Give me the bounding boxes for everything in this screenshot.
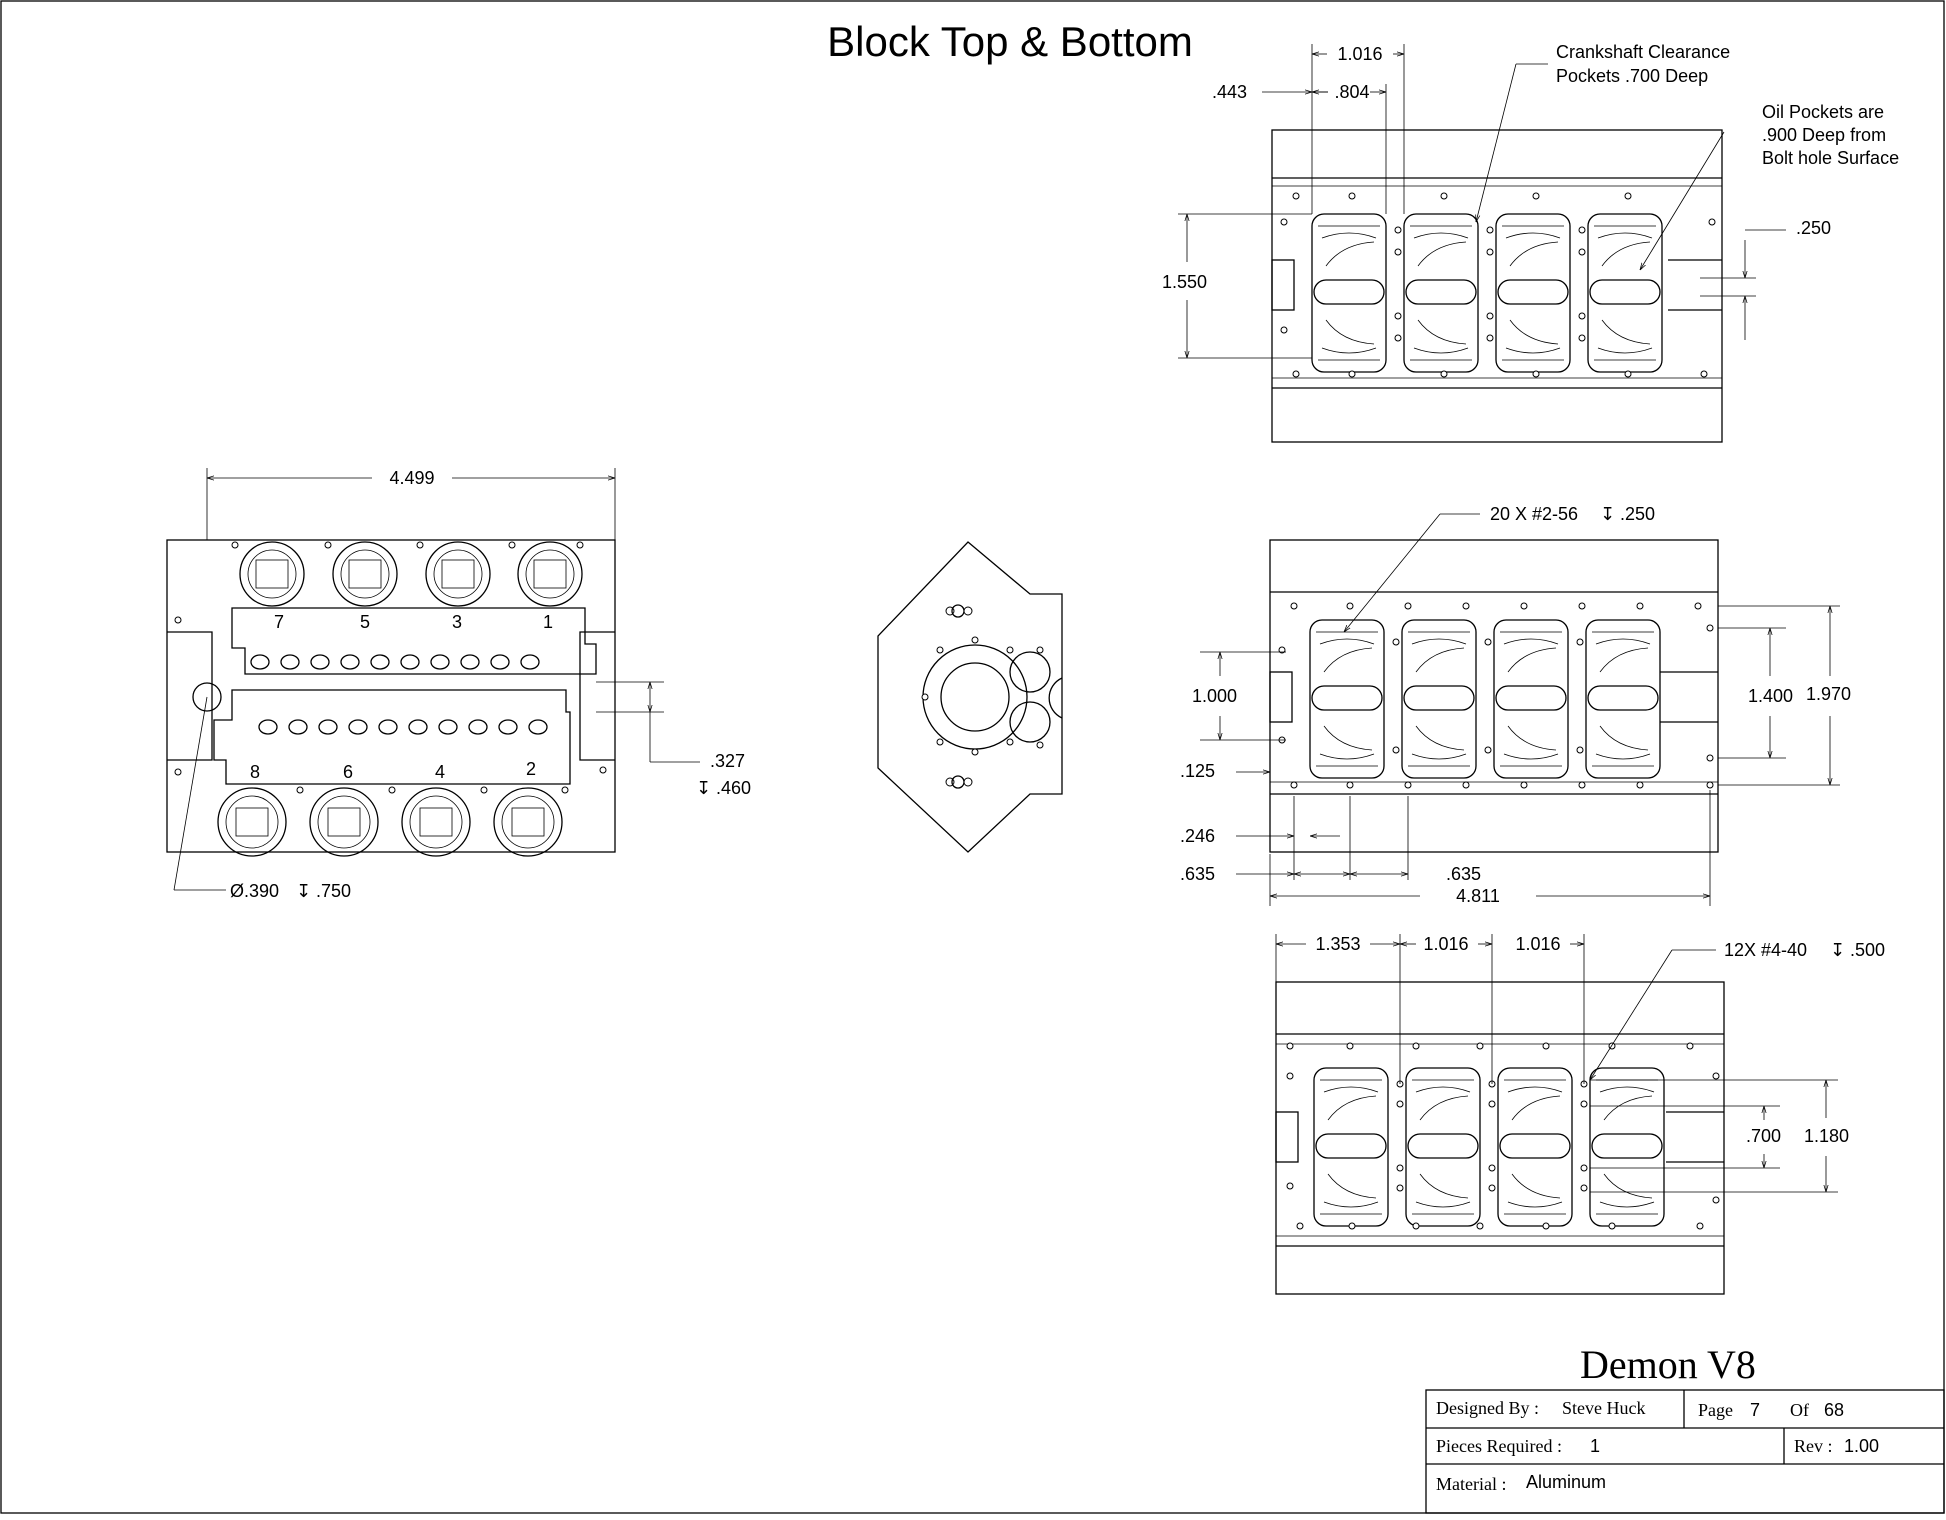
svg-text:↧: ↧ bbox=[1830, 940, 1845, 960]
block-third-view: 1.353 1.016 1.016 .700 1.180 12X #4-40 ↧… bbox=[1275, 934, 1885, 1295]
rev-label: Rev : bbox=[1794, 1436, 1833, 1456]
note-oil-line2: .900 Deep from bbox=[1762, 125, 1886, 145]
dim-mid-face: .246 bbox=[1180, 826, 1215, 846]
note-holes-256-depth: .250 bbox=[1620, 504, 1655, 524]
dim-top-start: .443 bbox=[1212, 82, 1247, 102]
project-name: Demon V8 bbox=[1580, 1342, 1756, 1387]
designed-by-value: Steve Huck bbox=[1562, 1398, 1645, 1418]
note-holes-440: 12X #4-40 bbox=[1724, 940, 1807, 960]
dim-deck-depth: .460 bbox=[716, 778, 751, 798]
dim-mid-length: 4.811 bbox=[1456, 886, 1500, 906]
cyl-1: 1 bbox=[543, 612, 553, 632]
dim-top-slot: .250 bbox=[1796, 218, 1831, 238]
note-holes-440-depth: .500 bbox=[1850, 940, 1885, 960]
block-top-view: 1.016 .443 .804 1.550 .250 Crankshaft Cl… bbox=[1162, 42, 1899, 443]
page-number: 7 bbox=[1750, 1400, 1760, 1420]
material-value: Aluminum bbox=[1526, 1472, 1606, 1492]
designed-by-label: Designed By : bbox=[1436, 1398, 1539, 1418]
dim-mid-spacing-a: .635 bbox=[1180, 864, 1215, 884]
block-side-view: 7 5 3 1 8 6 4 2 4.499 .327 ↧ .460 Ø .390… bbox=[166, 468, 751, 901]
note-oil-line1: Oil Pockets are bbox=[1762, 102, 1884, 122]
svg-text:↧: ↧ bbox=[296, 881, 311, 901]
dim-mid-inner: 1.000 bbox=[1192, 686, 1237, 706]
title-block: Demon V8 Designed By : Steve Huck Page 7… bbox=[1425, 1342, 1945, 1514]
dim-bot-pitch-a: 1.016 bbox=[1423, 934, 1468, 954]
front-plate-view bbox=[877, 541, 1063, 853]
block-bottom-view: 1.000 .125 .246 .635 .635 4.811 1.400 1.… bbox=[1180, 504, 1851, 906]
dim-bore-depth: .750 bbox=[316, 881, 351, 901]
material-label: Material : bbox=[1436, 1474, 1506, 1494]
cyl-7: 7 bbox=[274, 612, 284, 632]
dim-bot-start: 1.353 bbox=[1315, 934, 1360, 954]
dim-bot-outer: 1.180 bbox=[1804, 1126, 1849, 1146]
dim-top-pocket: .804 bbox=[1334, 82, 1369, 102]
dim-mid-spacing-b: .635 bbox=[1446, 864, 1481, 884]
cyl-6: 6 bbox=[343, 762, 353, 782]
dim-deck-offset: .327 bbox=[710, 751, 745, 771]
note-holes-256: 20 X #2-56 bbox=[1490, 504, 1578, 524]
cyl-4: 4 bbox=[435, 762, 445, 782]
dim-top-pitch: 1.016 bbox=[1337, 44, 1382, 64]
dim-bot-pitch-b: 1.016 bbox=[1515, 934, 1560, 954]
dim-mid-edge: .125 bbox=[1180, 761, 1215, 781]
rev-value: 1.00 bbox=[1844, 1436, 1879, 1456]
dim-bot-inner: .700 bbox=[1746, 1126, 1781, 1146]
dim-top-height: 1.550 bbox=[1162, 272, 1207, 292]
total-pages: 68 bbox=[1824, 1400, 1844, 1420]
dim-mid-span-b: 1.970 bbox=[1806, 684, 1851, 704]
note-crank-line1: Crankshaft Clearance bbox=[1556, 42, 1730, 62]
svg-text:↧: ↧ bbox=[696, 778, 711, 798]
pieces-label: Pieces Required : bbox=[1436, 1436, 1562, 1456]
svg-text:Ø: Ø bbox=[230, 881, 244, 901]
dim-overall-width: 4.499 bbox=[389, 468, 434, 488]
cyl-3: 3 bbox=[452, 612, 462, 632]
cyl-8: 8 bbox=[250, 762, 260, 782]
dim-mid-span-a: 1.400 bbox=[1748, 686, 1793, 706]
drawing-title: Block Top & Bottom bbox=[827, 18, 1193, 65]
cyl-5: 5 bbox=[360, 612, 370, 632]
svg-text:↧: ↧ bbox=[1600, 504, 1615, 524]
dim-bore-callout: .390 bbox=[244, 881, 279, 901]
note-oil-line3: Bolt hole Surface bbox=[1762, 148, 1899, 168]
page-label: Page bbox=[1698, 1400, 1733, 1420]
note-crank-line2: Pockets .700 Deep bbox=[1556, 66, 1708, 86]
of-label: Of bbox=[1790, 1400, 1809, 1420]
pieces-value: 1 bbox=[1590, 1436, 1600, 1456]
cyl-2: 2 bbox=[526, 759, 536, 779]
